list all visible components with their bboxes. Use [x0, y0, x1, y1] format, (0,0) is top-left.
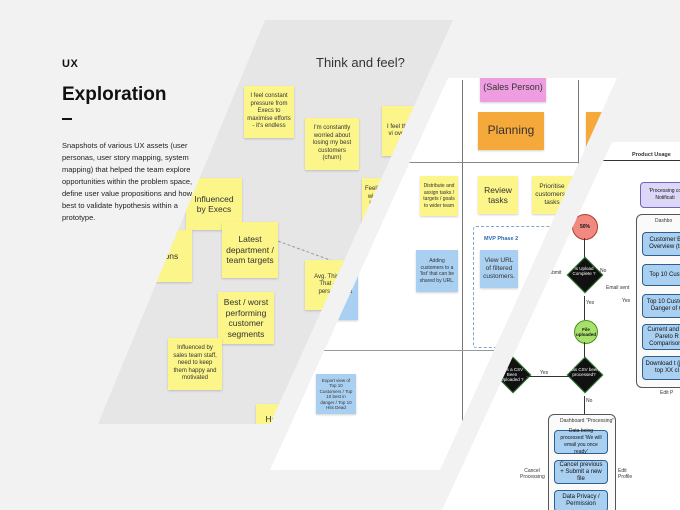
- sticky-note: Influenced by sales team staff, need to …: [168, 338, 222, 390]
- sticky-note: Best / worst performing customer segment…: [218, 292, 274, 344]
- sticky-note: (Sales Person): [480, 78, 546, 102]
- flowchart-header: Product Usage: [632, 152, 671, 158]
- sticky-note: ct ions: [140, 230, 192, 282]
- sticky-note: Planning: [478, 112, 544, 150]
- status-circle: File uploaded: [574, 320, 598, 344]
- sticky-note: I feel th no vi ove cle: [382, 106, 420, 156]
- sticky-note: Export view of Top 10 Customers / Top 10…: [316, 374, 356, 414]
- sticky-note: Adding customers to a 'list' that can be…: [416, 250, 458, 292]
- header-rule: [600, 160, 680, 161]
- flow-node: Download t (just top XX cl: [642, 356, 680, 380]
- flow-label: Edit Profile: [618, 468, 633, 480]
- grid-line: [270, 162, 617, 163]
- connector-line: [584, 342, 585, 362]
- flow-node: Data Privacy / Permission: [554, 490, 608, 510]
- status-circle: 50%: [572, 214, 598, 240]
- flow-label: Submit: [546, 270, 562, 276]
- flow-node: Customer Ba Overview (tre: [642, 232, 680, 256]
- intro-section: UX Exploration Snapshots of various UX a…: [62, 58, 212, 232]
- decision-label: Has CSV been processed?: [569, 367, 599, 377]
- mvp-phase-label: MVP Phase 2: [484, 236, 519, 242]
- sticky-note: I'm constantly worried about losing my b…: [305, 118, 359, 170]
- flow-label: No: [586, 398, 593, 404]
- eyebrow-label: UX: [62, 58, 79, 70]
- flow-node: 'Processing co Notificati: [640, 182, 680, 208]
- processing-label: Dashboard "Processing": [560, 418, 615, 424]
- sticky-note: Influenced by Execs: [186, 178, 242, 230]
- flow-label: Yes: [622, 298, 631, 304]
- flow-node: Top 10 Custom Danger of C: [642, 294, 680, 318]
- flow-label: No: [600, 268, 607, 274]
- flow-label: Yes: [540, 370, 549, 376]
- section-title-think-feel: Think and feel?: [316, 55, 405, 70]
- flow-node: Top 10 Custo: [642, 264, 680, 286]
- flow-label: Email sent: [606, 285, 630, 291]
- flow-label: Yes: [586, 300, 595, 306]
- page-title: Exploration: [62, 84, 167, 105]
- flow-node: Data being processed 'We will email you …: [554, 428, 608, 455]
- grid-line: [270, 350, 617, 351]
- sticky-note: Prioritise customers / tasks: [532, 176, 572, 214]
- sticky-note: I feel constant pressure from Execs to m…: [244, 86, 294, 138]
- flow-node: Current and Pr Pareto R Comparison /: [642, 324, 680, 350]
- sticky-note: View URL of filtered customers.: [480, 250, 518, 288]
- grid-line: [462, 80, 463, 470]
- sticky-note: Latest department / team targets: [222, 222, 278, 278]
- title-divider: [62, 118, 72, 120]
- flow-label: Edit P: [660, 390, 674, 396]
- intro-description: Snapshots of various UX assets (user per…: [62, 141, 193, 222]
- decision-label: Has a CSV Been Uploaded ?: [500, 367, 524, 382]
- connector-line: [584, 396, 585, 414]
- flow-label: Cancel Processing: [520, 468, 545, 480]
- connector-line: [526, 376, 570, 377]
- sticky-note: Review tasks: [478, 176, 518, 214]
- sticky-note: How: [256, 404, 292, 424]
- sticky-note: Distribute and assign tasks / targets / …: [420, 176, 458, 216]
- decision-label: Is Upload Complete ?: [572, 266, 596, 276]
- connector-line: [584, 238, 585, 260]
- connector-line: [584, 296, 585, 320]
- dashboard-label: Dashbo: [655, 218, 673, 224]
- flow-node: Cancel previous + Submit a new file: [554, 460, 608, 484]
